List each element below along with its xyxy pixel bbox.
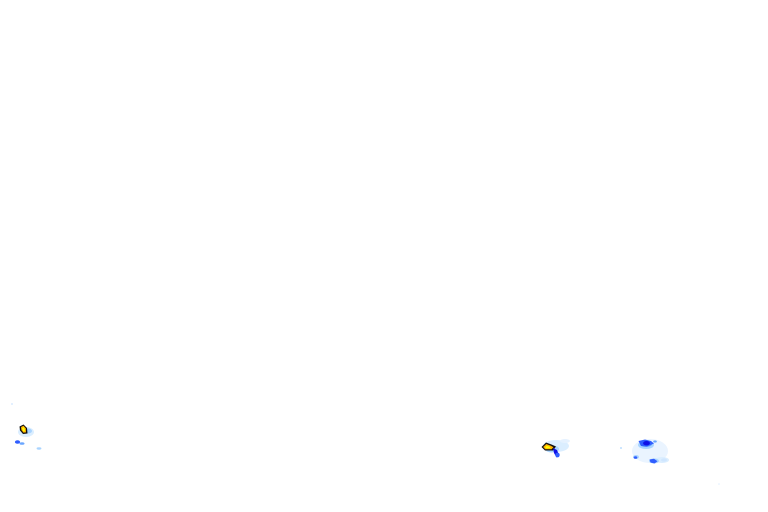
rain-moderate [633,456,638,459]
rain-moderate [14,440,21,444]
rain-cell-central [541,439,570,458]
rain-moderate [555,452,560,458]
rain-core-very-heavy [22,427,25,432]
rain-heavy [643,441,650,446]
rain-light [661,458,667,462]
rain-halo [560,439,570,443]
rain-light [36,447,42,450]
rain-speck [718,483,720,485]
rain-heavy [649,458,658,464]
rain-moderate [653,440,657,443]
rain-speck [11,403,13,405]
rain-speck [620,447,622,449]
rain-cell-west [11,403,42,450]
rain-core-very-heavy [545,445,551,449]
rain-cell-east [620,439,720,485]
rain-light [19,442,25,445]
